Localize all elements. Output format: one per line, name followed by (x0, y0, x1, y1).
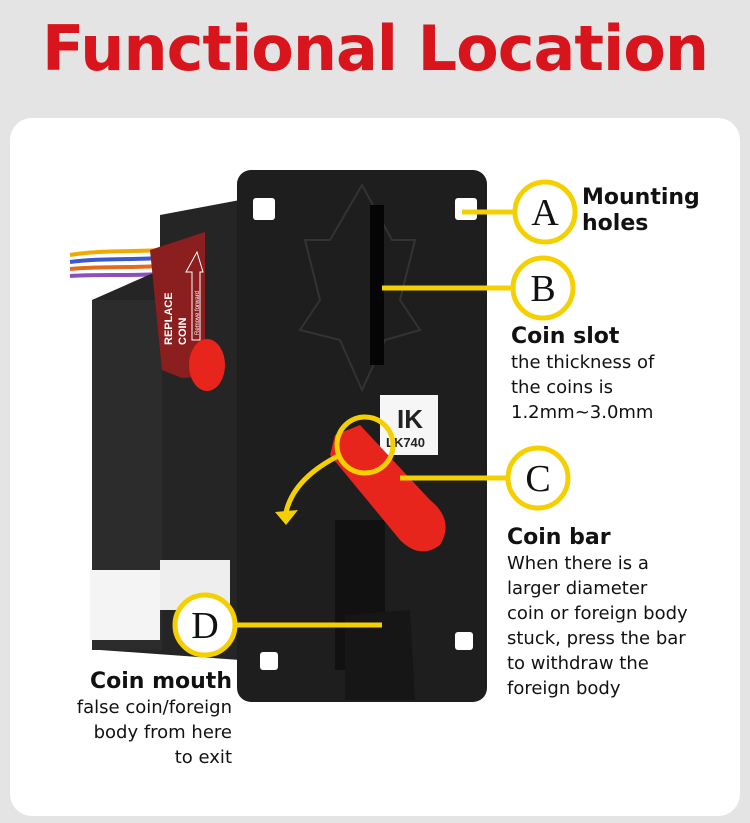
callout-a-heading: Mounting holes (582, 185, 700, 236)
desc-line: When there is a (507, 553, 649, 574)
desc-line: stuck, press the bar (507, 628, 686, 649)
callout-c-heading: Coin bar (507, 525, 611, 550)
maple-leaf-emboss (298, 182, 422, 393)
sticker-text-2: COIN (177, 317, 189, 345)
desc-line: foreign body (507, 678, 621, 699)
callout-d-letter: D (191, 605, 218, 647)
desc-line: larger diameter (507, 578, 648, 599)
mounting-hole (455, 632, 473, 650)
rotate-arrow (282, 452, 342, 519)
page-title: Functional Location (42, 12, 709, 85)
coin-bar-lever (330, 425, 446, 552)
callout-a-marker (512, 179, 578, 245)
mounting-hole (253, 198, 275, 220)
desc-line: coin or foreign body (507, 603, 688, 624)
logo-badge (380, 395, 438, 455)
coin-slot (370, 205, 384, 365)
desc-line: false coin/foreign (76, 697, 232, 718)
desc-line: to exit (174, 747, 232, 768)
leader-lines (235, 209, 515, 628)
callout-b-marker (510, 255, 576, 321)
brand-logo: IK (397, 404, 423, 434)
desc-line: to withdraw the (507, 653, 649, 674)
callout-c-text: Coin bar When there is a larger diameter… (507, 525, 688, 701)
desc-line: the thickness of (511, 352, 655, 373)
sticker-text: REPLACE (163, 292, 175, 345)
sticker-arrow (185, 250, 204, 341)
side-label (90, 570, 160, 640)
desc-line: 1.2mm~3.0mm (511, 402, 654, 423)
callout-b-heading: Coin slot (511, 324, 620, 349)
mounting-hole (455, 198, 477, 220)
desc-line: the coins is (511, 377, 614, 398)
callout-d-heading: Coin mouth (89, 669, 232, 694)
model-label: LK740 (386, 435, 425, 450)
callout-b-text: Coin slot the thickness of the coins is … (511, 324, 654, 425)
callout-b-letter: B (530, 268, 555, 310)
callout-d-text: Coin mouth false coin/foreign body from … (20, 669, 232, 770)
callout-c-letter: C (525, 458, 550, 500)
coin-mouth (345, 610, 415, 700)
lever-highlight-ring (334, 414, 396, 476)
replace-coin-sticker (150, 232, 205, 378)
callout-a-letter: A (531, 192, 559, 234)
mounting-hole (260, 652, 278, 670)
desc-line: body from here (93, 722, 232, 743)
callout-c-marker (505, 445, 571, 511)
callout-d-marker (172, 592, 238, 658)
reject-lever (189, 339, 225, 391)
wires (69, 248, 161, 278)
sticker-small-text: Remove forward (195, 291, 201, 335)
